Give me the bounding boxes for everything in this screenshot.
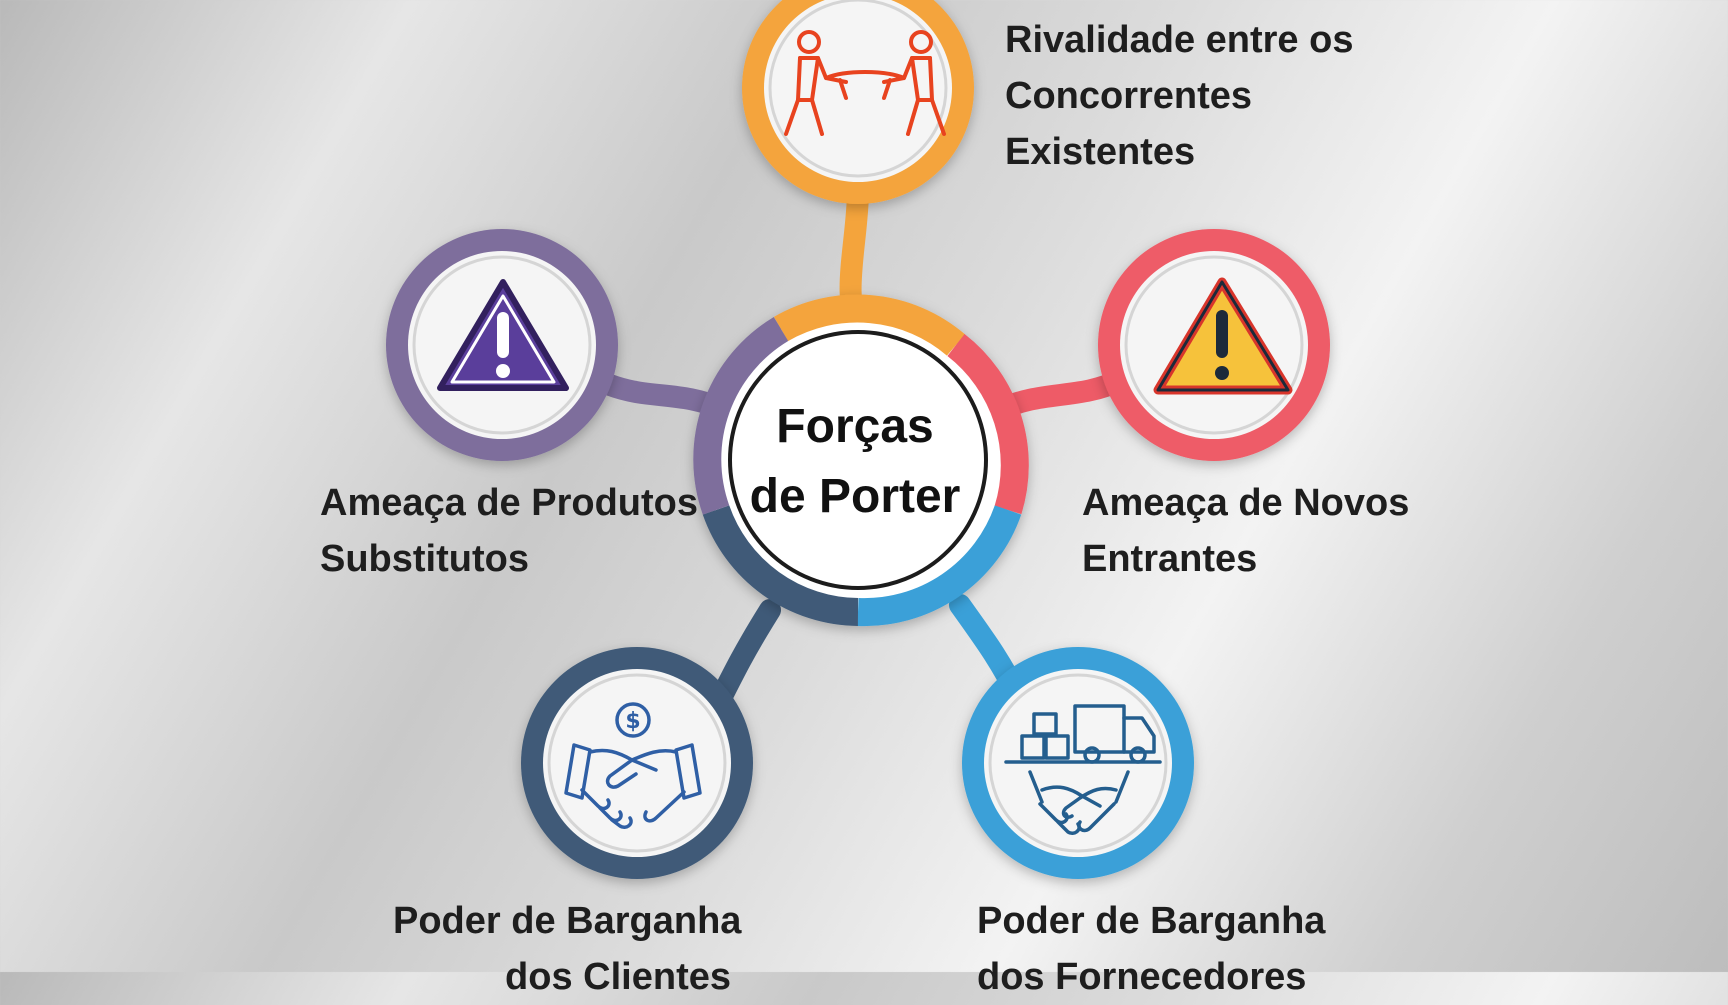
alert-triangle-icon xyxy=(437,279,569,391)
tug-of-war-icon xyxy=(784,30,946,136)
label-substitutes: Ameaça de Produtos Substitutos xyxy=(320,475,698,587)
label-line: Substitutos xyxy=(320,538,529,580)
ring-segment-substitutes xyxy=(693,317,789,515)
label-clients: Poder de Barganha dos Clientes xyxy=(393,893,742,1005)
porter-diagram: $ xyxy=(386,0,1330,879)
label-line: Poder de Barganha xyxy=(393,900,742,942)
ring-segment-rivalry xyxy=(773,294,966,356)
label-new-entrants: Ameaça de Novos Entrantes xyxy=(1082,475,1409,587)
label-line: Entrantes xyxy=(1082,538,1258,580)
label-line: Ameaça de Novos xyxy=(1082,482,1410,524)
label-line: Rivalidade entre os xyxy=(1005,19,1354,61)
ring-segment-clients xyxy=(702,505,859,626)
label-suppliers: Poder de Barganha dos Fornecedores xyxy=(977,893,1325,1005)
warning-triangle-icon xyxy=(1153,277,1293,395)
money-handshake-icon: $ xyxy=(564,702,702,830)
connector-new-entrants xyxy=(989,369,1131,421)
center-ring xyxy=(693,294,1029,627)
label-line: Concorrentes xyxy=(1005,75,1253,117)
label-line: Ameaça de Produtos xyxy=(320,482,698,524)
truck-handshake-icon xyxy=(1004,704,1162,836)
ring-segment-new-entrants xyxy=(947,333,1029,515)
svg-text:$: $ xyxy=(625,709,640,734)
label-rivalry: Rivalidade entre os Concorrentes Existen… xyxy=(1005,12,1353,180)
label-line: dos Fornecedores xyxy=(977,956,1307,998)
label-line: Poder de Barganha xyxy=(977,900,1326,942)
label-line: dos Clientes xyxy=(505,956,731,998)
ring-segment-suppliers xyxy=(857,505,1022,627)
center-title-line: Forças xyxy=(776,400,934,453)
label-line: Existentes xyxy=(1005,131,1196,173)
center-title-line: de Porter xyxy=(749,470,961,523)
center-title: Forças de Porter xyxy=(715,392,995,532)
node-rivalry xyxy=(742,0,974,204)
